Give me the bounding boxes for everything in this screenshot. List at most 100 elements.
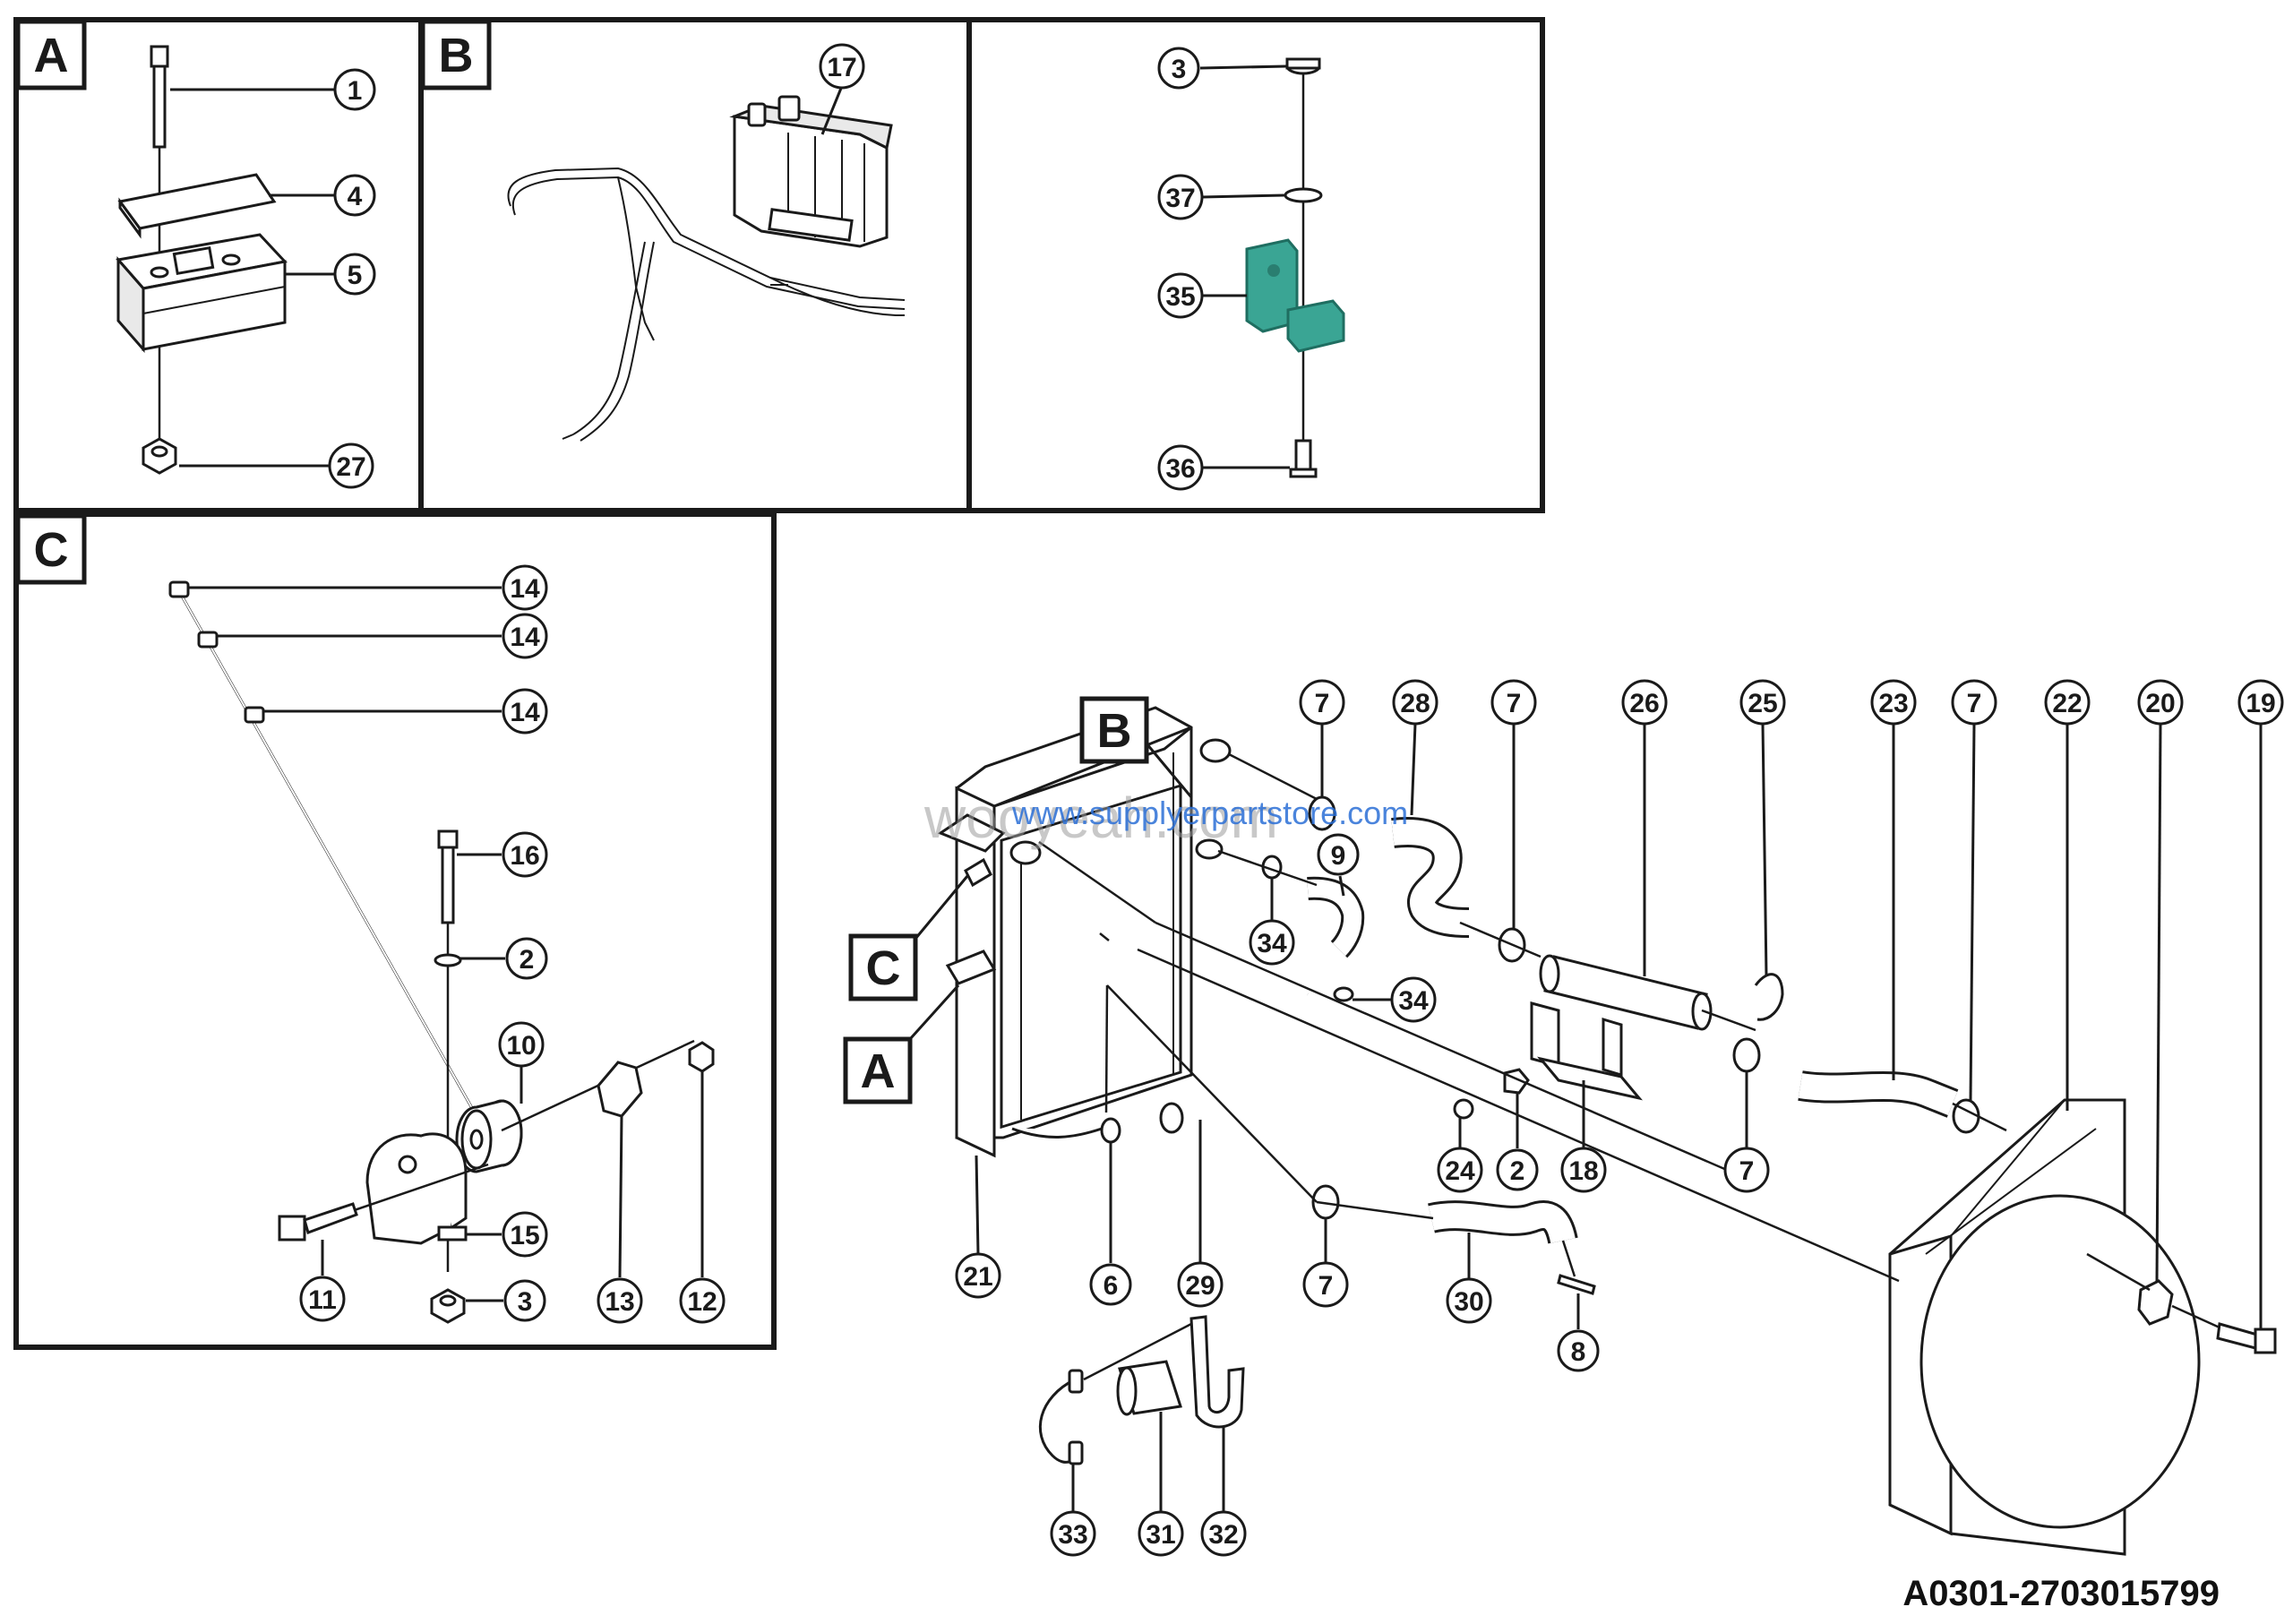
callout-18: 18 [1560,1147,1607,1193]
callout-32: 32 [1200,1510,1247,1557]
bolt-8-part [1557,1274,1596,1295]
washer-20-part [2137,1279,2174,1326]
view-ref-b: B [1079,696,1193,798]
svg-text:36: 36 [1165,454,1195,484]
svg-text:35: 35 [1165,282,1195,312]
svg-text:14: 14 [510,623,540,652]
callout-10: 10 [498,1021,545,1068]
panel-b-label: B [420,19,492,90]
callout-7-e: 7 [1302,1261,1349,1308]
pipe-26-part [1539,954,1713,1031]
stay-mount-part [964,857,992,888]
callout-28: 28 [1392,679,1438,726]
callout-14-a: 14 [502,564,548,611]
svg-text:33: 33 [1058,1520,1087,1550]
callout-31: 31 [1138,1510,1184,1557]
svg-text:3: 3 [1172,55,1187,84]
l-bracket-highlighted-part [1245,238,1345,353]
lower-clamp-assembly [1038,1315,1245,1465]
expansion-tank-part [729,95,893,248]
callout-3-c: 3 [503,1279,546,1322]
bolt-16-part [437,829,459,849]
svg-text:A: A [861,1044,896,1098]
callout-7-b: 7 [1490,679,1537,726]
callout-37: 37 [1157,174,1204,220]
panel-b-frame [418,17,972,513]
callout-2-c: 2 [505,937,548,980]
small-clamp-part [1333,986,1354,1002]
lower-hose-part [1011,1127,1103,1139]
svg-text:4: 4 [348,182,363,211]
panel-d-parts [1245,57,1345,478]
callout-1: 1 [333,68,376,111]
drawing-number: A0301-2703015799 [1902,1574,2220,1613]
inlet-port-part [1199,738,1232,763]
callout-2-main: 2 [1496,1148,1539,1191]
callout-16: 16 [502,831,548,878]
svg-text:18: 18 [1568,1156,1598,1186]
panel-c-parts [168,580,715,1324]
washer-plate-part [117,173,277,230]
radiator-core-part [937,706,1193,1158]
callout-19: 19 [2237,679,2284,726]
svg-text:11: 11 [308,1285,337,1315]
svg-text:34: 34 [1398,986,1429,1016]
svg-text:10: 10 [506,1031,536,1061]
callout-8: 8 [1557,1329,1600,1372]
sleeve-part [168,580,190,598]
svg-text:19: 19 [2246,689,2275,718]
nut-12-part [688,1041,715,1073]
sleeve-part [197,631,219,649]
svg-text:C: C [866,941,901,995]
callout-22: 22 [2044,679,2091,726]
svg-text:26: 26 [1629,689,1659,718]
svg-text:A: A [34,29,69,82]
hose-loop-part [507,167,906,301]
svg-text:14: 14 [510,698,540,727]
svg-text:7: 7 [1507,689,1522,718]
svg-text:15: 15 [510,1221,539,1250]
outlet-port-part [1009,840,1042,865]
svg-text:2: 2 [520,945,535,975]
callout-23: 23 [1870,679,1917,726]
callout-34-a: 34 [1249,919,1295,966]
svg-text:30: 30 [1454,1287,1483,1317]
clip-24-part [1453,1098,1474,1120]
callout-6: 6 [1089,1263,1132,1306]
svg-text:7: 7 [1318,1271,1334,1301]
bracket-18-part [1530,1001,1643,1101]
callout-7-c: 7 [1951,679,1997,726]
svg-text:32: 32 [1208,1520,1238,1550]
callout-21: 21 [955,1252,1001,1299]
side-mount-part [945,949,997,985]
svg-text:28: 28 [1400,689,1430,718]
svg-text:2: 2 [1510,1156,1525,1186]
large-washer-part [597,1061,643,1118]
clamp-25-part [1754,973,1784,1021]
svg-text:8: 8 [1571,1337,1586,1367]
callout-11: 11 [299,1276,346,1322]
callout-14-b: 14 [502,613,548,659]
svg-text:37: 37 [1165,184,1195,213]
callout-9: 9 [1317,833,1360,876]
panel-c-label: C [15,513,87,585]
svg-text:B: B [439,29,474,82]
svg-text:16: 16 [510,841,539,871]
callout-12: 12 [679,1277,726,1324]
callout-5: 5 [333,253,376,296]
callout-30: 30 [1446,1277,1492,1324]
hose-clamp-part [1732,1037,1761,1073]
bolt-19-part [2216,1322,2277,1354]
svg-text:7: 7 [1967,689,1982,718]
callout-27: 27 [328,443,374,489]
svg-text:25: 25 [1748,689,1777,718]
svg-text:1: 1 [348,76,363,106]
callout-14-c: 14 [502,688,548,735]
svg-text:13: 13 [605,1287,634,1317]
view-ref-c: C [848,875,969,1001]
svg-text:24: 24 [1445,1156,1475,1186]
callout-20: 20 [2137,679,2184,726]
svg-text:12: 12 [687,1287,717,1317]
callout-4: 4 [333,174,376,217]
